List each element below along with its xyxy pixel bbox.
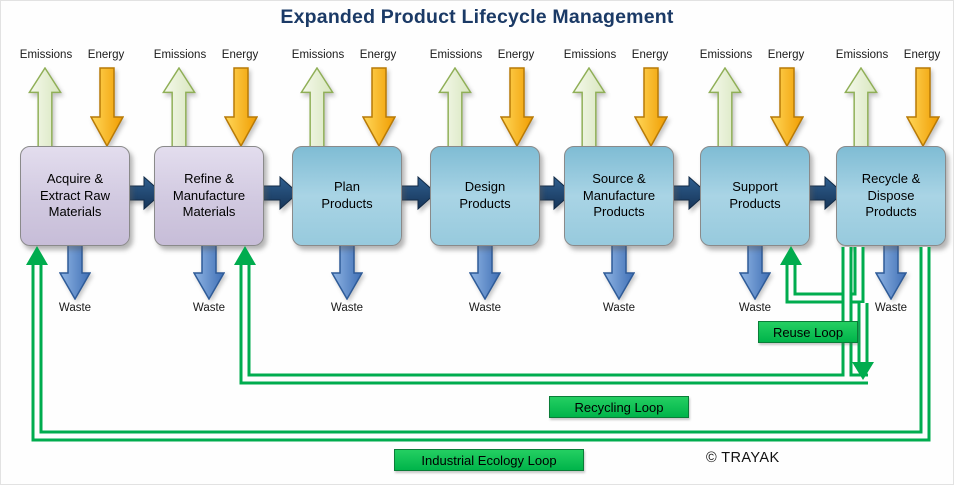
- emissions-up-arrow-icon: [300, 67, 334, 151]
- emissions-label: Emissions: [429, 49, 483, 61]
- energy-down-arrow-icon: [770, 67, 804, 147]
- waste-label: Waste: [58, 302, 92, 314]
- emissions-up-arrow-icon: [438, 67, 472, 151]
- recycling-loop-label: Recycling Loop: [549, 396, 689, 418]
- energy-label: Energy: [497, 49, 535, 61]
- energy-label: Energy: [221, 49, 259, 61]
- energy-label: Energy: [87, 49, 125, 61]
- stage-box: Source & Manufacture Products: [564, 146, 674, 246]
- stage-box: Refine & Manufacture Materials: [154, 146, 264, 246]
- waste-label: Waste: [192, 302, 226, 314]
- waste-down-arrow-icon: [331, 244, 363, 300]
- waste-label: Waste: [874, 302, 908, 314]
- waste-down-arrow-icon: [469, 244, 501, 300]
- stage-title: Source & Manufacture Products: [582, 170, 656, 220]
- stage-title: Refine & Manufacture Materials: [172, 170, 246, 220]
- stage-box: Design Products: [430, 146, 540, 246]
- page-title: Expanded Product Lifecycle Management: [280, 6, 674, 28]
- loop-connector-arrowhead-icon: [852, 362, 874, 380]
- emissions-up-arrow-icon: [28, 67, 62, 151]
- energy-down-arrow-icon: [224, 67, 258, 147]
- reuse-loop-label: Reuse Loop: [758, 321, 858, 343]
- energy-label: Energy: [631, 49, 669, 61]
- stage-box: Acquire & Extract Raw Materials: [20, 146, 130, 246]
- stage-column-plan: Emissions Energy Plan Products Waste: [279, 49, 415, 329]
- stage-column-support: Emissions Energy Support Products Waste: [687, 49, 823, 329]
- energy-down-arrow-icon: [906, 67, 940, 147]
- emissions-label: Emissions: [563, 49, 617, 61]
- energy-label: Energy: [359, 49, 397, 61]
- emissions-up-arrow-icon: [844, 67, 878, 151]
- waste-label: Waste: [468, 302, 502, 314]
- emissions-label: Emissions: [291, 49, 345, 61]
- emissions-label: Emissions: [699, 49, 753, 61]
- energy-down-arrow-icon: [634, 67, 668, 147]
- stage-box: Support Products: [700, 146, 810, 246]
- stage-title: Support Products: [729, 179, 781, 211]
- stage-title: Acquire & Extract Raw Materials: [39, 170, 111, 220]
- stage-column-recycle: Emissions Energy Recycle & Dispose Produ…: [823, 49, 953, 329]
- energy-down-arrow-icon: [90, 67, 124, 147]
- energy-label: Energy: [903, 49, 941, 61]
- energy-label: Energy: [767, 49, 805, 61]
- waste-label: Waste: [602, 302, 636, 314]
- waste-down-arrow-icon: [875, 244, 907, 300]
- stage-column-refine: Emissions Energy Refine & Manufacture Ma…: [141, 49, 277, 329]
- emissions-up-arrow-icon: [572, 67, 606, 151]
- emissions-up-arrow-icon: [708, 67, 742, 151]
- emissions-up-arrow-icon: [162, 67, 196, 151]
- emissions-label: Emissions: [835, 49, 889, 61]
- waste-down-arrow-icon: [59, 244, 91, 300]
- stage-column-design: Emissions Energy Design Products Waste: [417, 49, 553, 329]
- stage-column-acquire: Emissions Energy Acquire & Extract Raw M…: [7, 49, 143, 329]
- waste-down-arrow-icon: [739, 244, 771, 300]
- industrial-ecology-loop-label: Industrial Ecology Loop: [394, 449, 584, 471]
- emissions-label: Emissions: [153, 49, 207, 61]
- waste-label: Waste: [330, 302, 364, 314]
- waste-down-arrow-icon: [603, 244, 635, 300]
- copyright-credit: © TRAYAK: [706, 450, 780, 466]
- stage-box: Plan Products: [292, 146, 402, 246]
- waste-down-arrow-icon: [193, 244, 225, 300]
- stage-title: Design Products: [459, 179, 511, 211]
- waste-label: Waste: [738, 302, 772, 314]
- energy-down-arrow-icon: [362, 67, 396, 147]
- stage-title: Recycle & Dispose Products: [861, 170, 921, 220]
- emissions-label: Emissions: [19, 49, 73, 61]
- energy-down-arrow-icon: [500, 67, 534, 147]
- stage-title: Plan Products: [321, 179, 373, 211]
- stage-box: Recycle & Dispose Products: [836, 146, 946, 246]
- stage-column-source: Emissions Energy Source & Manufacture Pr…: [551, 49, 687, 329]
